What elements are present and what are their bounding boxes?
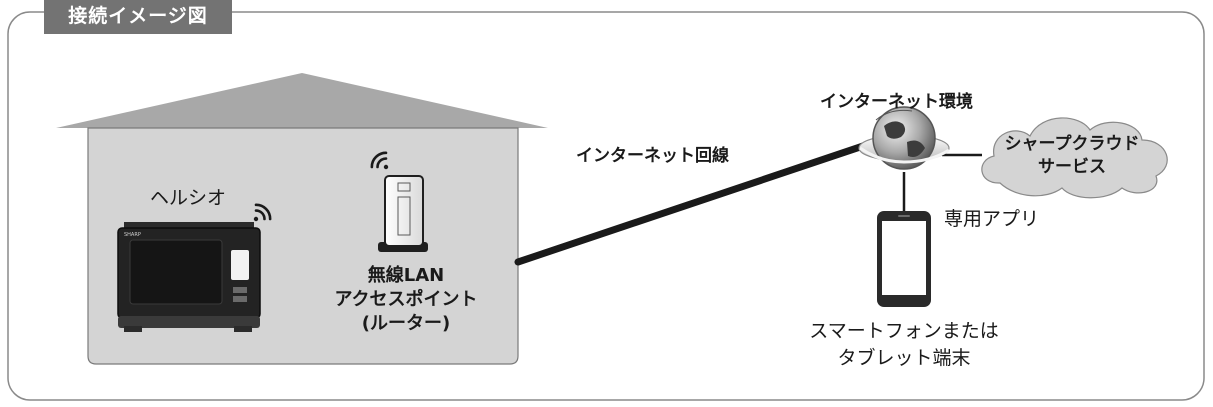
healsio-label: ヘルシオ [150, 187, 227, 209]
phone-label-line1: スマートフォンまたは [809, 320, 999, 342]
svg-text:SHARP: SHARP [124, 232, 141, 238]
cloud-label-line1: シャープクラウド [1004, 134, 1140, 154]
router-label-line3: (ルーター) [361, 313, 451, 334]
house-roof [56, 73, 548, 128]
router-device [378, 175, 428, 252]
diagram-frame [7, 11, 1205, 401]
smartphone-device [877, 211, 931, 307]
appliance-wifi-icon [253, 203, 272, 222]
router-label-line1: 無線LAN [367, 265, 445, 286]
cloud-label-line2: サービス [1038, 157, 1106, 177]
phone-label-line2: タブレット端末 [837, 347, 971, 369]
router-label: 無線LAN アクセスポイント (ルーター) [322, 264, 490, 336]
cloud-label: シャープクラウド サービス [982, 133, 1162, 179]
internet-env-label: インターネット環境 [820, 92, 973, 112]
router-wifi-icon [370, 151, 389, 170]
phone-label: スマートフォンまたは タブレット端末 [790, 318, 1018, 372]
router-label-line2: アクセスポイント [334, 289, 478, 310]
healsio-oven: SHARP [117, 222, 261, 332]
app-label: 専用アプリ [944, 208, 1040, 230]
globe-icon [858, 106, 950, 170]
internet-line-label: インターネット回線 [576, 146, 729, 166]
cloud-icon [981, 117, 1168, 199]
internet-line-connector [514, 139, 876, 266]
diagram-title: 接続イメージ図 [44, 0, 232, 34]
